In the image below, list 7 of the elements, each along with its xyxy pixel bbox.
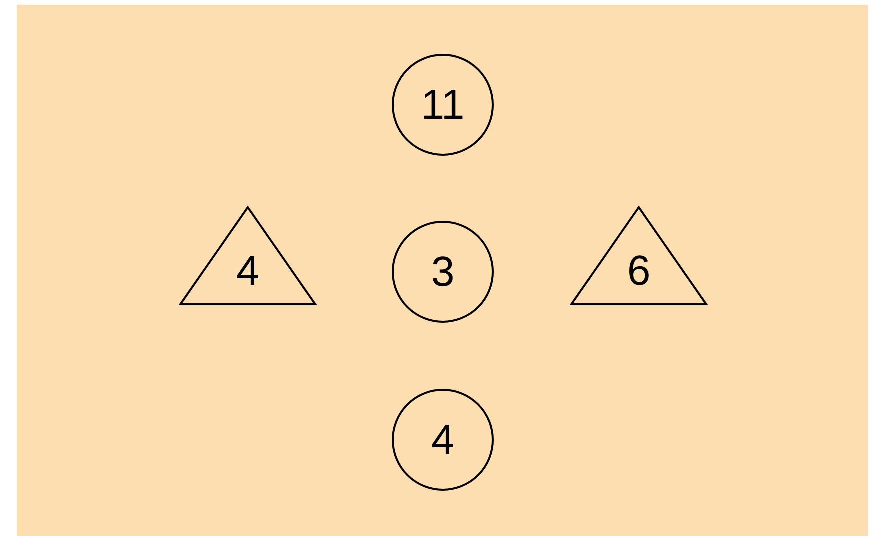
number-text: 4 — [431, 419, 455, 461]
triangle-shape — [570, 206, 708, 306]
triangle-shape — [179, 206, 317, 306]
number-text: 11 — [421, 84, 465, 126]
number-text: 4 — [236, 250, 260, 292]
number-text: 3 — [431, 251, 455, 293]
number-text: 6 — [627, 250, 651, 292]
